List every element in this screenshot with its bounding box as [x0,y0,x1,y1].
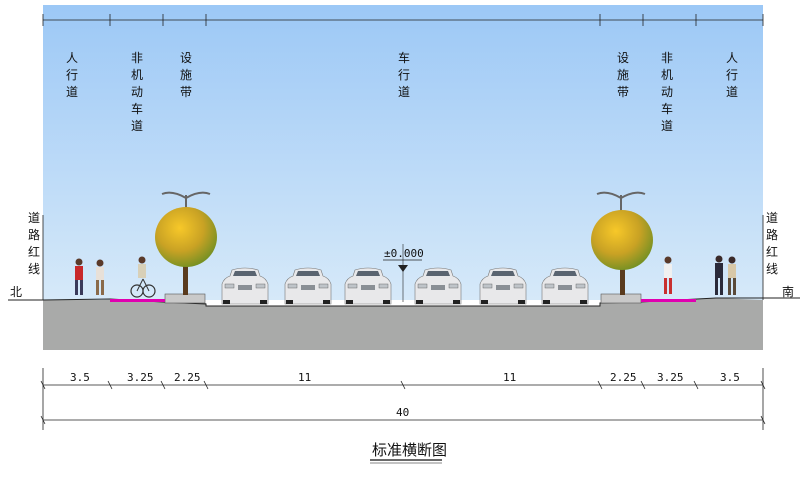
zone-label-facility-right: 设施带 [617,51,629,99]
pedestrian-left-2 [96,259,104,295]
dim-carriageway-left: 11 [298,371,311,384]
car [284,267,332,305]
zone-label-bike-right: 非机动车道 [661,51,673,133]
bottom-ticks [40,368,766,430]
road-surface-line [8,297,800,307]
bike-lane-left [110,299,165,302]
zone-label-bike-left: 非机动车道 [131,51,143,133]
diagram-title: 标准横断图 [372,441,447,459]
segment-dimension-labels: 3.5 3.25 2.25 11 11 2.25 3.25 3.5 [70,371,740,384]
ground [43,298,763,350]
elevation-marker: ±0.000 [383,244,424,302]
pedestrian-right-1 [664,256,672,294]
dim-facility-left: 2.25 [174,371,201,384]
car [344,267,392,305]
pedestrian-right-3 [728,256,736,295]
north-label: 北 [10,285,22,299]
cars [221,267,589,305]
dim-facility-right: 2.25 [610,371,637,384]
pedestrian-right-2 [715,255,723,295]
dim-total: 40 [396,406,409,419]
dim-bike-left: 3.25 [127,371,154,384]
elevation-label: ±0.000 [384,247,424,260]
zone-labels: 人行道 非机动车道 设施带 车行道 设施带 非机动车道 人行道 [66,50,738,133]
zone-label-sidewalk-left: 人行道 [66,51,78,99]
zone-label-sidewalk-right: 人行道 [726,51,738,99]
redline-left-label: 道路红线 [28,211,40,276]
pedestrian-left-1 [75,258,83,295]
zone-label-facility-left: 设施带 [180,51,192,99]
car [221,267,269,305]
top-ticks [42,14,764,26]
tree-left [155,207,217,295]
zone-label-carriageway: 车行道 [398,50,410,99]
car [541,267,589,305]
dim-sidewalk-right: 3.5 [720,371,740,384]
south-label: 南 [782,284,794,299]
bike-lane-right [641,299,696,302]
facility-band-left [164,293,206,304]
tree-right [591,210,653,295]
facility-band-right [600,293,642,304]
redline-right-label: 道路红线 [766,211,778,276]
car [414,267,462,305]
dim-sidewalk-left: 3.5 [70,371,90,384]
car [479,267,527,305]
dim-carriageway-right: 11 [503,371,516,384]
dim-bike-right: 3.25 [657,371,684,384]
cyclist-left [130,256,156,298]
